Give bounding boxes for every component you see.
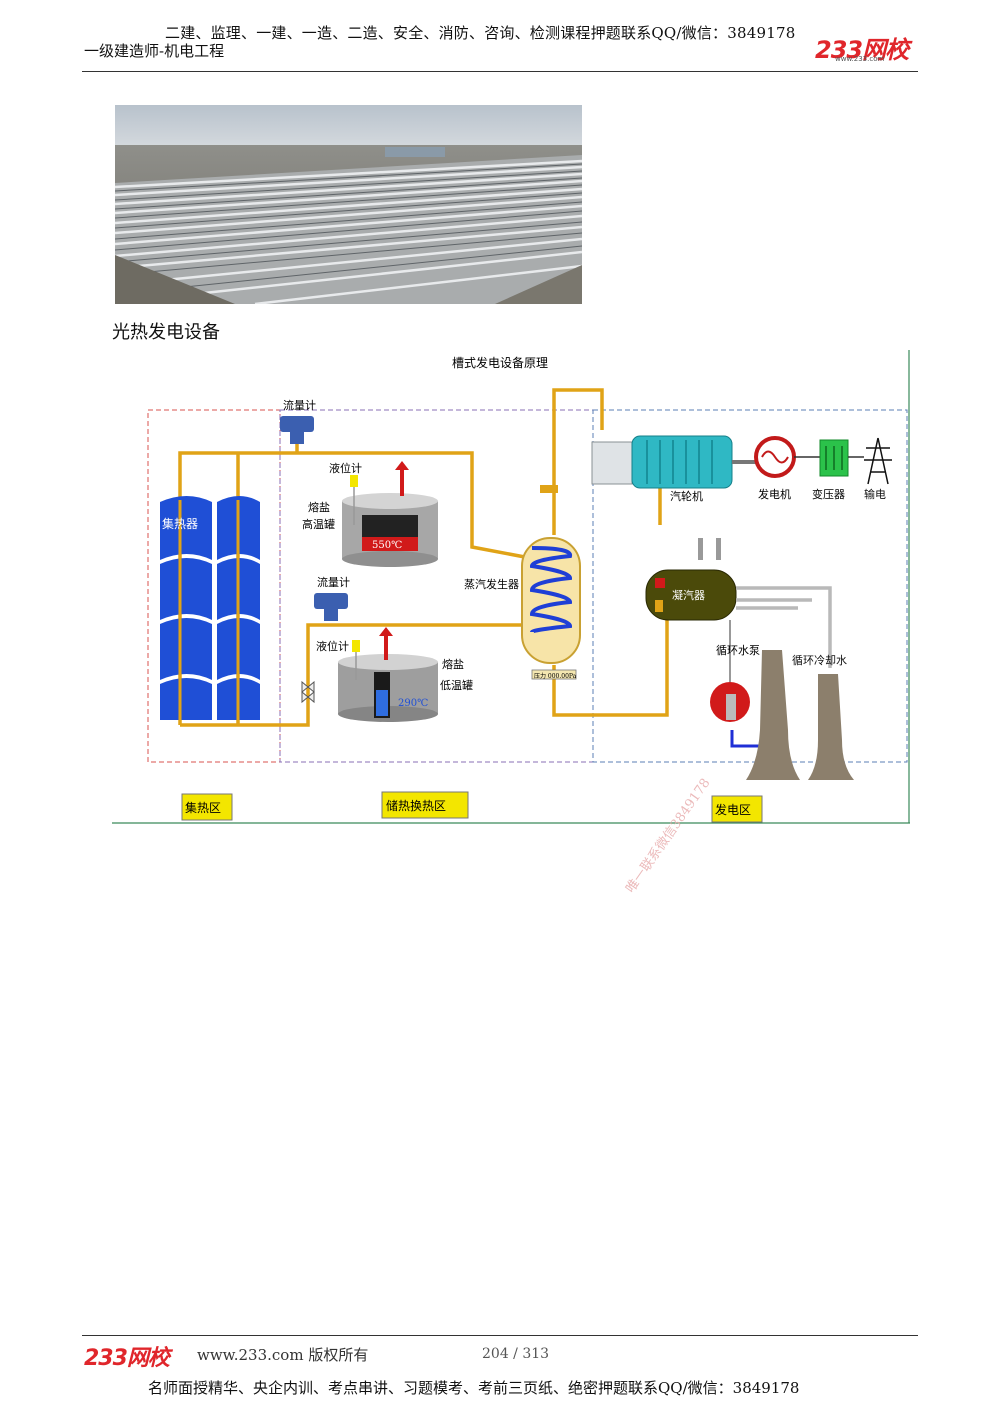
flowmeter-mid-label: 流量计 bbox=[317, 575, 350, 589]
hot-temp: 550℃ bbox=[372, 540, 402, 551]
zone-box-power bbox=[592, 409, 908, 763]
transmission-tower-icon: 输电 bbox=[864, 437, 892, 501]
turbine-label: 汽轮机 bbox=[670, 489, 703, 503]
page-number: 204 / 313 bbox=[482, 1346, 550, 1362]
level-meter-low-label: 液位计 bbox=[316, 639, 349, 653]
header-course-line: 二建、监理、一建、一造、二造、安全、消防、咨询、检测课程押题联系QQ/微信：38… bbox=[165, 24, 796, 42]
solar-field-photo bbox=[115, 105, 582, 304]
cooling-label: 循环冷却水 bbox=[792, 654, 847, 667]
turbine: 汽轮机 bbox=[591, 435, 756, 503]
collector-label: 集热器 bbox=[162, 516, 198, 531]
footer-logo: 233网校 bbox=[84, 1346, 170, 1371]
transmission-label: 输电 bbox=[864, 487, 886, 501]
generator: 发电机 bbox=[754, 436, 796, 501]
hot-tank-label-2: 高温罐 bbox=[302, 517, 335, 531]
zone-label-power: 发电区 bbox=[711, 795, 763, 823]
diagram-title: 槽式发电设备原理 bbox=[452, 355, 548, 370]
valve-icon bbox=[301, 680, 315, 704]
zone-label-collector: 集热区 bbox=[181, 793, 233, 821]
transformer-label: 变压器 bbox=[812, 487, 845, 501]
svg-text:发电区: 发电区 bbox=[715, 802, 751, 817]
header-subject: 一级建造师-机电工程 bbox=[84, 42, 225, 60]
cold-tank-label-2: 低温罐 bbox=[440, 679, 473, 692]
hot-up-arrow bbox=[395, 461, 409, 496]
pump-label: 循环水泵 bbox=[716, 644, 760, 657]
generator-label: 发电机 bbox=[758, 487, 791, 501]
footer-bottom-line: 名师面授精华、央企内训、考点串讲、习题模考、考前三页纸、绝密押题联系QQ/微信：… bbox=[148, 1379, 800, 1397]
condenser: 凝汽器 bbox=[645, 538, 737, 621]
circulation-pump: 循环水泵 bbox=[710, 620, 760, 722]
cold-tank-label-1: 熔盐 bbox=[442, 657, 464, 671]
trough-principle-diagram: 槽式发电设备原理 集热器 bbox=[112, 350, 910, 824]
solar-collector: 集热器 bbox=[160, 496, 260, 722]
steam-gen-label: 蒸汽发生器 bbox=[464, 577, 519, 591]
header-logo: 233网校 www.233.com bbox=[815, 30, 925, 64]
header-rule bbox=[82, 71, 918, 72]
footer-site: www.233.com 版权所有 bbox=[197, 1346, 369, 1364]
steam-generator: 压力 000.00Pa 蒸汽发生器 bbox=[464, 485, 581, 680]
condenser-label: 凝汽器 bbox=[672, 588, 705, 602]
level-meter-high-label: 液位计 bbox=[329, 461, 362, 475]
header-logo-url: www.233.com bbox=[835, 55, 885, 63]
pressure-readout: 压力 000.00Pa bbox=[534, 672, 577, 680]
header-logo-text: 233网校 bbox=[815, 36, 909, 64]
photo-caption: 光热发电设备 bbox=[112, 322, 220, 343]
hot-salt-tank: 550℃ 液位计 熔盐 高温罐 bbox=[302, 461, 438, 567]
svg-text:储热换热区: 储热换热区 bbox=[386, 798, 446, 813]
cold-up-arrow bbox=[379, 627, 393, 660]
flowmeter-top-label: 流量计 bbox=[283, 398, 316, 412]
cold-salt-tank: 290℃ 液位计 熔盐 低温罐 bbox=[316, 627, 473, 722]
hot-tank-label-1: 熔盐 bbox=[308, 500, 330, 514]
cold-temp: 290℃ bbox=[398, 698, 428, 709]
flowmeter-mid: 流量计 bbox=[314, 575, 350, 621]
cooling-towers: 循环冷却水 bbox=[746, 650, 854, 780]
zone-label-storage: 储热换热区 bbox=[381, 791, 469, 819]
svg-text:集热区: 集热区 bbox=[185, 800, 221, 815]
transformer: 变压器 bbox=[812, 439, 849, 501]
flowmeter-top: 流量计 bbox=[280, 398, 316, 444]
footer-rule bbox=[82, 1335, 918, 1336]
